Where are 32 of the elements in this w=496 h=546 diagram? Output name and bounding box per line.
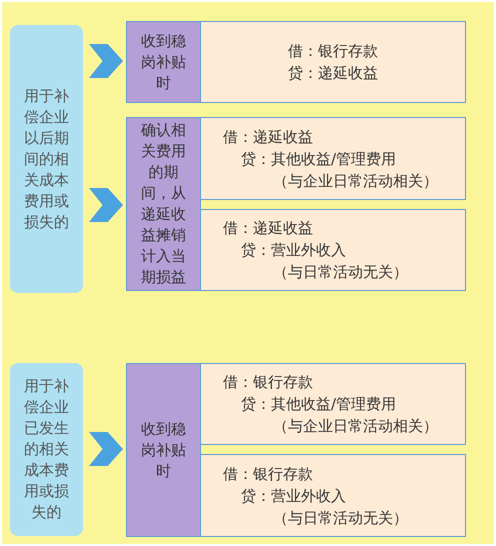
entry-line: 借：银行存款 [223, 464, 314, 484]
entry-line: 借：递延收益 [223, 218, 314, 239]
label-text: 收到稳岗补贴时 [140, 30, 186, 94]
entry-line: 贷：其他收益/管理费用 [241, 148, 398, 170]
step-box [126, 21, 201, 103]
entry-line: 贷：营业外收入 [241, 486, 347, 506]
category-box [10, 25, 83, 293]
entry-line: 贷：营业外收入 [241, 240, 347, 261]
chevron-arrow [89, 432, 123, 466]
entry-line: 借：银行存款 [223, 372, 314, 393]
chevron-arrow [89, 188, 123, 222]
entry-line: 贷：其他收益/管理费用 [241, 394, 398, 415]
journal-entry-box [200, 21, 466, 103]
category-box [10, 363, 83, 536]
label-text: 用于补偿企业以后期间的相关成本费用或损失的 [24, 86, 70, 232]
entry-line: （与日常活动无关） [273, 262, 409, 283]
journal-entry-box [200, 117, 466, 200]
chevron-arrow [89, 44, 123, 78]
entry-line: （与企业日常活动相关） [273, 416, 439, 437]
step-box [126, 117, 201, 291]
entry-line: 贷：递延收益 [288, 63, 378, 84]
label-text: 确认相关费用的期间，从递延收益摊销计入当期损益 [140, 120, 186, 288]
journal-entry-box [200, 454, 466, 537]
entry-line: （与日常活动无关） [273, 508, 409, 528]
journal-entry-box [200, 209, 466, 291]
journal-entry-box [200, 363, 466, 445]
step-box [126, 363, 201, 537]
label-text: 收到稳岗补贴时 [140, 418, 186, 482]
label-text: 用于补偿企业已发生的相关成本费用或损失的 [24, 376, 70, 523]
entry-line: 借：递延收益 [223, 126, 314, 148]
entry-line: （与企业日常活动相关） [273, 170, 439, 192]
entry-line: 借：银行存款 [288, 41, 378, 62]
